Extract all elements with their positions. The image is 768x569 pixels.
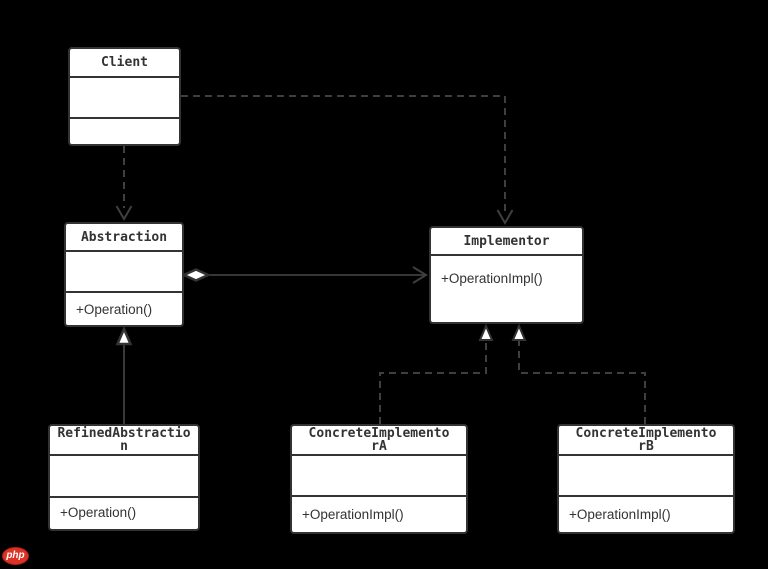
class-title-refined-abstraction: RefinedAbstractio n [50, 426, 198, 456]
class-box-abstraction: Abstraction +Operation() [64, 222, 184, 327]
class-title-line: rB [638, 439, 654, 454]
concrete-implementor-b-attributes-compartment [559, 456, 733, 497]
client-attributes-compartment [70, 78, 179, 119]
dependency-arrow-client-to-implementor [181, 95, 514, 226]
generalization-arrow-refinedabstraction-to-abstraction [115, 325, 133, 424]
refined-abstraction-attributes-compartment [50, 456, 198, 498]
hollow-triangle-icon [478, 323, 494, 341]
aggregation-diamond-icon [180, 268, 212, 282]
class-box-concrete-implementor-a: ConcreteImplemento rA +OperationImpl() [290, 424, 468, 534]
concrete-implementor-a-attributes-compartment [292, 456, 466, 497]
client-operations-compartment [70, 119, 179, 144]
abstraction-attributes-compartment [66, 252, 182, 293]
class-title-client: Client [70, 49, 179, 78]
class-title-concrete-implementor-b: ConcreteImplemento rB [559, 426, 733, 456]
hollow-triangle-icon [115, 325, 133, 346]
class-title-line: ConcreteImplemento [575, 426, 717, 441]
realization-arrow-concreteimplementora-to-implementor [379, 323, 494, 424]
hollow-triangle-icon [511, 323, 527, 341]
class-title-line: Abstraction [80, 229, 168, 245]
class-title-line: rA [371, 439, 387, 454]
php-logo: php [2, 547, 29, 565]
refined-abstraction-operations-compartment: +Operation() [60, 505, 137, 520]
class-box-implementor: Implementor +OperationImpl() [429, 226, 584, 324]
class-title-line: ConcreteImplemento [308, 426, 450, 441]
class-title-line: Client [101, 55, 148, 70]
aggregation-arrow-abstraction-to-implementor [180, 266, 428, 284]
abstraction-operations-compartment: +Operation() [76, 301, 153, 317]
class-box-refined-abstraction: RefinedAbstractio n +Operation() [48, 424, 200, 531]
realization-arrow-concreteimplementorb-to-implementor [511, 323, 646, 424]
class-box-concrete-implementor-b: ConcreteImplemento rB +OperationImpl() [557, 424, 735, 534]
class-title-abstraction: Abstraction [66, 224, 182, 252]
implementor-operations-compartment: +OperationImpl() [441, 271, 543, 286]
class-title-line: n [120, 439, 128, 454]
concrete-implementor-b-operations-compartment: +OperationImpl() [569, 507, 671, 522]
class-box-client: Client [68, 47, 181, 146]
dependency-arrow-client-to-abstraction [115, 146, 133, 222]
class-title-line: Implementor [463, 233, 550, 249]
class-title-concrete-implementor-a: ConcreteImplemento rA [292, 426, 466, 456]
php-logo-text: php [6, 550, 25, 561]
class-title-implementor: Implementor [431, 228, 582, 256]
class-title-line: RefinedAbstractio [57, 426, 191, 441]
concrete-implementor-a-operations-compartment: +OperationImpl() [302, 507, 404, 522]
